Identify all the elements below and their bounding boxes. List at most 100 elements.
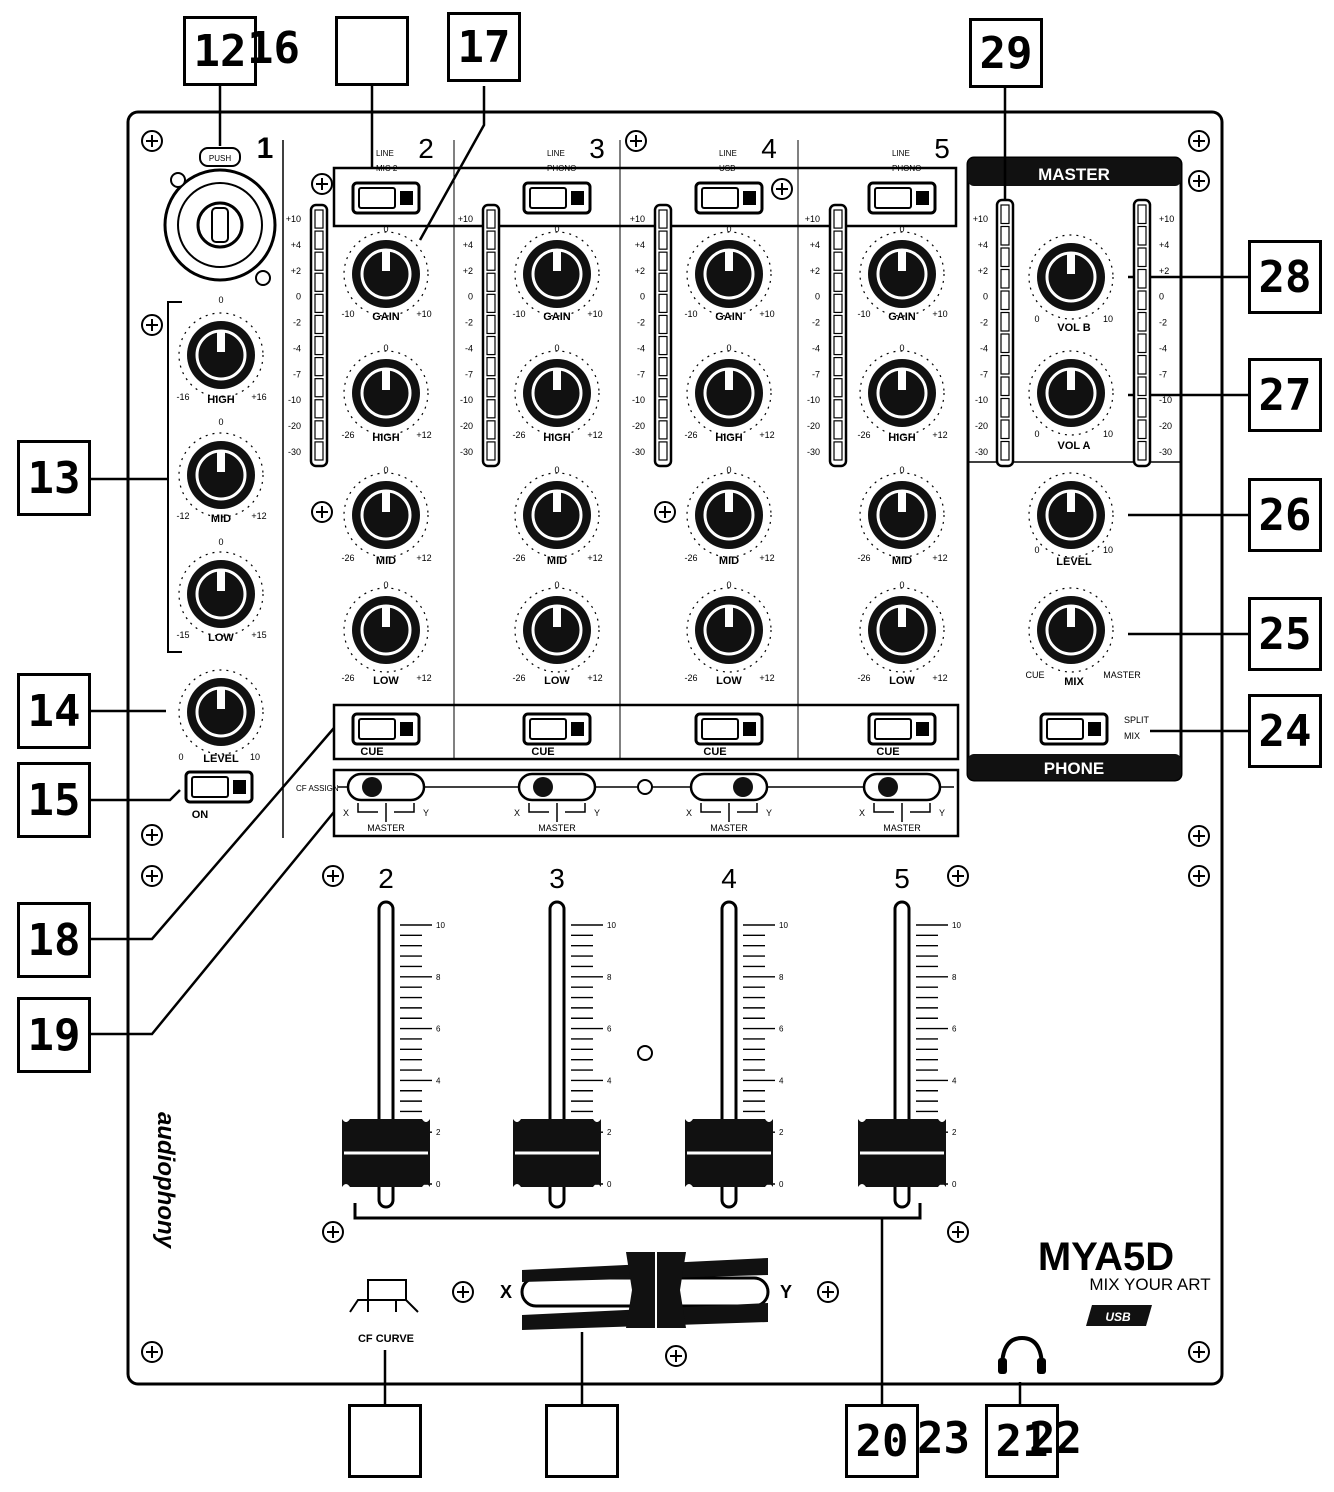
ch4-cf-assign-lever[interactable] [733, 777, 753, 797]
ch2-level-meter [309, 203, 329, 468]
ch5-low-label: LOW [889, 675, 915, 687]
assign-x-label: X [859, 808, 865, 818]
input-alt-label: MIC 2 [376, 164, 398, 173]
assign-x-label: X [686, 808, 692, 818]
meter-scale-tick: -20 [460, 421, 473, 431]
ch2-high-zero: 0 [383, 343, 388, 353]
phone-split-mix-switch[interactable] [1039, 712, 1109, 746]
fader-2-number: 2 [378, 863, 394, 894]
master-range-min: 0 [1034, 429, 1039, 439]
meter-scale-tick: +2 [635, 266, 645, 276]
ch3-mid-max: +12 [587, 553, 602, 563]
ch1-on-switch[interactable] [184, 770, 254, 804]
meter-scale-tick: 0 [1159, 292, 1164, 302]
fader-scale-tick: 0 [607, 1180, 612, 1189]
push-label: PUSH [209, 154, 231, 163]
meter-scale-tick: -4 [293, 343, 301, 353]
ch1-high-label: HIGH [207, 394, 235, 406]
ch4-input-selector[interactable] [694, 181, 764, 215]
ch2-fader-cap[interactable] [340, 1117, 432, 1189]
meter-scale-tick: -2 [812, 318, 820, 328]
fader-scale-tick: 6 [952, 1025, 957, 1034]
ch1-level-min: 0 [178, 752, 183, 762]
ch5-gain-label: GAIN [888, 311, 916, 323]
ch4-high-zero: 0 [726, 343, 731, 353]
ch2-cue-button[interactable] [351, 712, 421, 746]
channel-3-number: 3 [589, 133, 605, 164]
master-range-max: 10 [1103, 314, 1113, 324]
fader-scale-tick: 8 [436, 973, 441, 982]
ch5-gain-min: -10 [857, 309, 870, 319]
usb-logo [1086, 1305, 1152, 1326]
ch5-fader-cap[interactable] [856, 1117, 948, 1189]
callout-empty-input-box [335, 16, 409, 86]
ch3-mid-label: MID [547, 555, 567, 567]
master-vol-b-label: VOL B [1057, 322, 1090, 334]
ch2-gain-label: GAIN [372, 311, 400, 323]
ch4-mid-zero: 0 [726, 465, 731, 475]
ch4-cue-button[interactable] [694, 712, 764, 746]
meter-scale-tick: +2 [1159, 266, 1169, 276]
meter-scale-tick: +4 [463, 240, 473, 250]
fader-scale-tick: 4 [952, 1076, 957, 1085]
ch3-cf-assign-lever[interactable] [533, 777, 553, 797]
meter-scale-tick: -4 [980, 343, 988, 353]
xlr-combo-jack: PUSH [163, 147, 277, 286]
ch5-cf-assign-lever[interactable] [878, 777, 898, 797]
ch3-fader-cap[interactable] [511, 1117, 603, 1189]
ch2-cf-assign-switch[interactable] [346, 772, 426, 802]
ch4-fader-cap[interactable] [683, 1117, 775, 1189]
callout-empty-cf-curve-box [348, 1404, 422, 1478]
meter-scale-tick: -4 [812, 343, 820, 353]
channel-1-number: 1 [257, 132, 274, 165]
ch2-high-min: -26 [341, 430, 354, 440]
ch2-cf-assign-lever[interactable] [362, 777, 382, 797]
ch5-mid-max: +12 [932, 553, 947, 563]
cf-assign-label: CF ASSIGN [296, 784, 339, 793]
meter-scale-tick: -20 [288, 421, 301, 431]
callout-13-box: 13 [17, 440, 91, 516]
ch3-mid-zero: 0 [554, 465, 559, 475]
ch4-cf-assign-switch[interactable] [689, 772, 769, 802]
ch2-input-selector[interactable] [351, 181, 421, 215]
ch4-mid-min: -26 [684, 553, 697, 563]
fader-scale-tick: 10 [607, 921, 616, 930]
ch1-low-label: LOW [208, 632, 234, 644]
fader-scale-tick: 6 [779, 1025, 784, 1034]
meter-scale-tick: -7 [812, 369, 820, 379]
ch2-mid-max: +12 [416, 553, 431, 563]
ch5-cue-button[interactable] [867, 712, 937, 746]
ch3-cue-button[interactable] [522, 712, 592, 746]
master-range-max: 10 [1103, 545, 1113, 555]
meter-scale-tick: -2 [980, 318, 988, 328]
meter-scale-tick: -10 [1159, 395, 1172, 405]
callout-14-box: 14 [17, 673, 91, 749]
ch3-low-zero: 0 [554, 580, 559, 590]
master-range-max: 10 [1103, 429, 1113, 439]
ch5-input-selector[interactable] [867, 181, 937, 215]
meter-scale-tick: 0 [468, 292, 473, 302]
meter-scale-tick: -30 [807, 447, 820, 457]
callout-empty-crossfader-box [545, 1404, 619, 1478]
ch5-cf-assign-switch[interactable] [862, 772, 942, 802]
ch3-level-meter [481, 203, 501, 468]
meter-scale-tick: +10 [630, 214, 645, 224]
callout-28-box: 28 [1248, 240, 1322, 314]
ch4-mid-max: +12 [759, 553, 774, 563]
meter-scale-tick: +4 [810, 240, 820, 250]
ch3-input-selector[interactable] [522, 181, 592, 215]
ch1-high-min: -16 [176, 392, 189, 402]
phone-mix-master-label: MASTER [1103, 670, 1141, 680]
assign-y-label: Y [423, 808, 429, 818]
channel-2-number: 2 [418, 133, 434, 164]
ch3-cf-assign-switch[interactable] [517, 772, 597, 802]
cf-assign-frame [332, 768, 960, 838]
fader-scale-tick: 4 [607, 1076, 612, 1085]
fader-scale-tick: 0 [436, 1180, 441, 1189]
input-line-label: LINE [719, 149, 737, 158]
ch5-mid-zero: 0 [899, 465, 904, 475]
ch3-high-min: -26 [512, 430, 525, 440]
fader-5-number: 5 [894, 863, 910, 894]
fader-scale-tick: 10 [779, 921, 788, 930]
